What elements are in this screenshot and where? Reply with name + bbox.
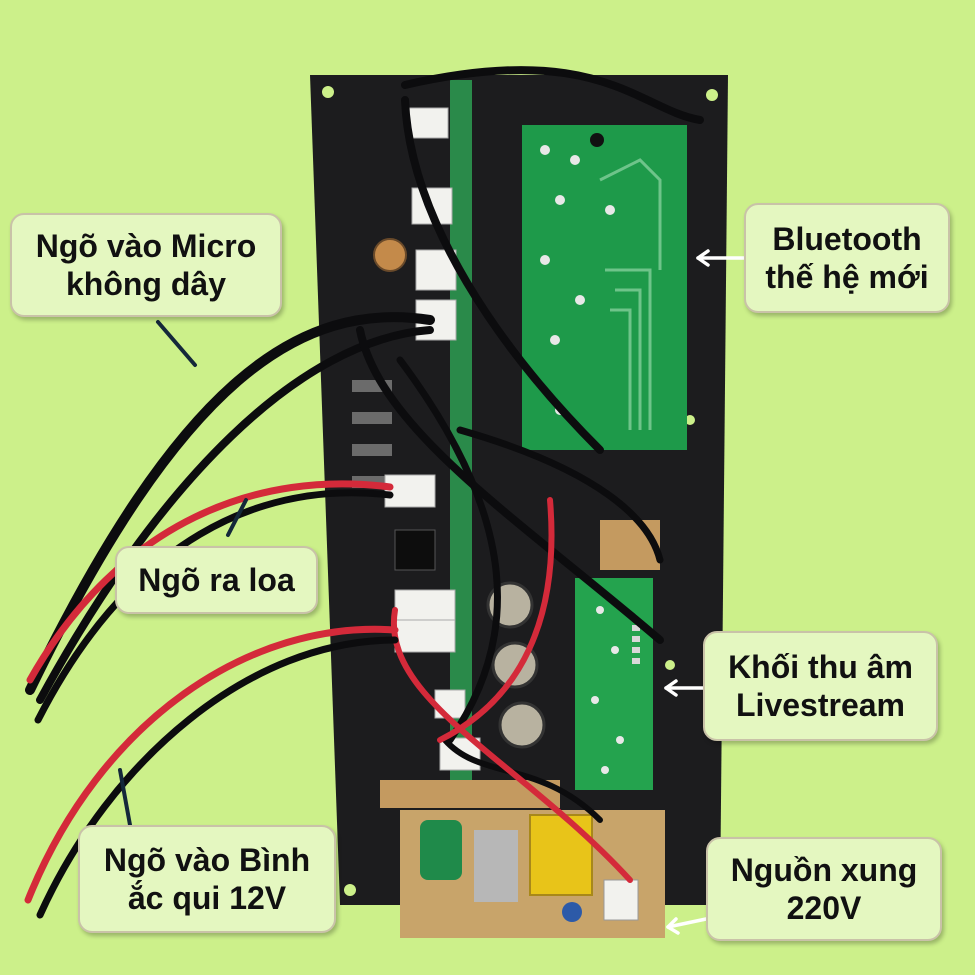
callout-battery-line1: Ngõ vào Bình xyxy=(103,842,311,878)
power-supply-heatsink xyxy=(474,830,518,902)
livestream-pins xyxy=(632,625,640,664)
callout-power-line2: 220V xyxy=(786,890,862,926)
red-wires xyxy=(24,480,633,904)
callout-bluetooth-line2: thế hệ mới xyxy=(765,259,929,295)
bottom-strip-pcb xyxy=(380,780,560,808)
mounting-hole xyxy=(685,415,695,425)
bluetooth-traces xyxy=(599,158,662,430)
black-wires-front xyxy=(34,489,399,919)
power-supply-transformer xyxy=(529,814,593,896)
callout-livestream: Khối thu âm Livestream xyxy=(703,631,938,741)
mounting-hole xyxy=(706,89,718,101)
callout-micro-input: Ngõ vào Micro không dây xyxy=(10,213,282,317)
callout-bluetooth: Bluetooth thế hệ mới xyxy=(744,203,950,313)
arrow-icon xyxy=(664,249,746,935)
mounting-hole xyxy=(322,86,334,98)
bluetooth-module xyxy=(522,125,687,450)
power-supply-capacitor xyxy=(420,820,462,880)
callout-power-line1: Nguồn xung xyxy=(730,852,918,888)
callout-speaker-line1: Ngõ ra loa xyxy=(138,562,295,598)
callout-speaker-output: Ngõ ra loa xyxy=(115,546,318,614)
callout-power-supply: Nguồn xung 220V xyxy=(706,837,942,941)
callout-bluetooth-line1: Bluetooth xyxy=(772,221,922,257)
callout-micro-line2: không dây xyxy=(65,266,226,302)
callout-battery-line2: ắc qui 12V xyxy=(127,880,287,916)
mounting-hole xyxy=(344,884,356,896)
callout-livestream-line1: Khối thu âm xyxy=(728,649,913,685)
mounting-hole xyxy=(665,660,675,670)
callout-livestream-line2: Livestream xyxy=(736,687,905,723)
power-supply-coil xyxy=(562,902,582,922)
livestream-module xyxy=(575,578,653,790)
power-supply-connector xyxy=(603,879,639,921)
bluetooth-led xyxy=(590,133,604,147)
livestream-pads xyxy=(591,606,624,774)
callout-battery-input: Ngõ vào Bình ắc qui 12V xyxy=(78,825,336,933)
pointer-lines xyxy=(118,320,248,827)
small-pcb xyxy=(600,520,660,570)
black-wires xyxy=(25,66,704,823)
callout-micro-line1: Ngõ vào Micro xyxy=(35,228,257,264)
